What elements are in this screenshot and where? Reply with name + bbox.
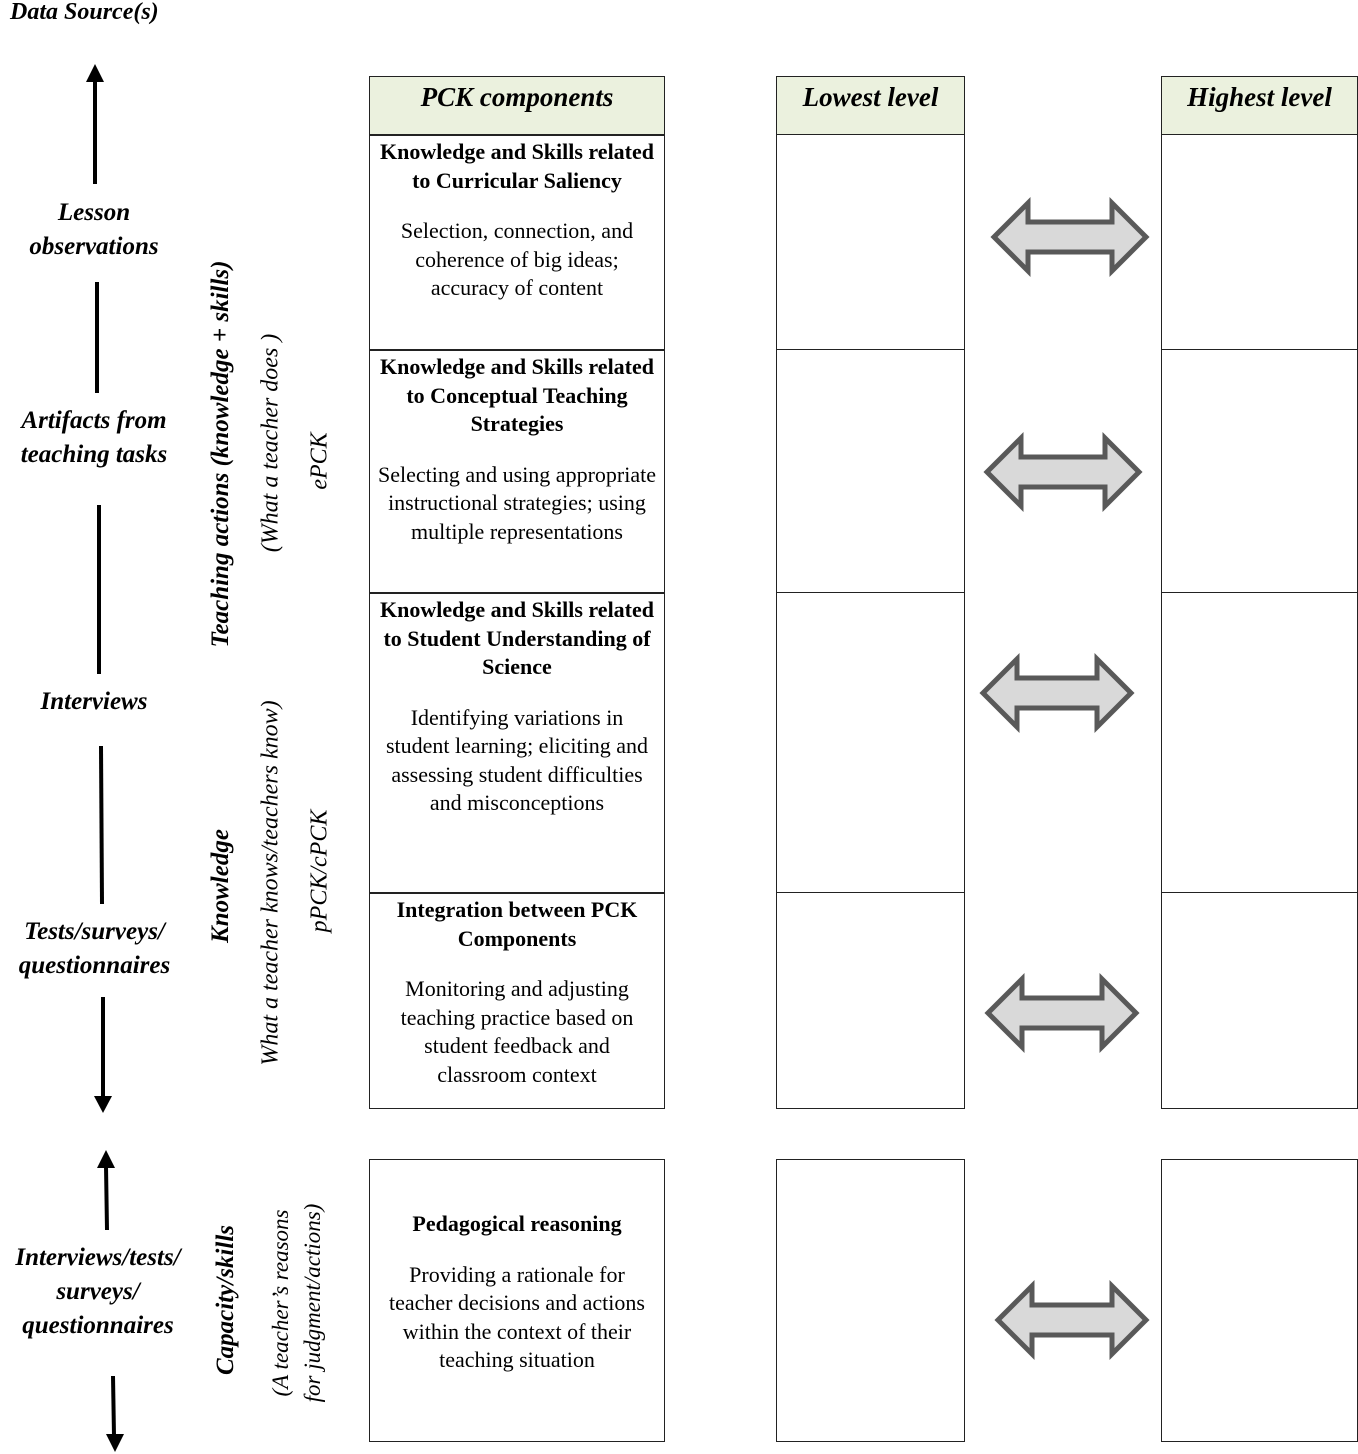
header-pck-components: PCK components: [369, 76, 665, 136]
data-source-interviews-tests: Interviews/tests/ surveys/ questionnaire…: [15, 1244, 181, 1339]
highest-level-cell: [1161, 892, 1358, 1109]
lowest-level-cell: [776, 592, 965, 894]
pck-description: Selecting and using appropriate instruct…: [378, 461, 656, 544]
header-lowest-level: Lowest level: [776, 76, 965, 136]
highest-level-cell: [1161, 592, 1358, 894]
down-arrow-head-icon: [94, 1096, 112, 1113]
pck-description: Identifying variations in student learni…: [385, 704, 649, 816]
data-source-title: Data Source(s): [10, 0, 159, 25]
up-arrow-head-icon: [86, 64, 104, 82]
double-arrow-icon: [990, 196, 1150, 278]
pck-description: Selection, connection, and coherence of …: [400, 218, 634, 300]
data-source-interviews: Interviews: [40, 688, 148, 715]
pck-cell-student-understanding: Knowledge and Skills related to Student …: [369, 592, 665, 894]
pck-description: Monitoring and adjusting teaching practi…: [400, 976, 634, 1087]
data-source-tests: Tests/surveys/ questionnaires: [18, 918, 171, 979]
pck-title: Knowledge and Skills related to Curricul…: [379, 139, 655, 193]
pck-cell-conceptual-strategies: Knowledge and Skills related to Conceptu…: [369, 349, 665, 594]
connector-line: [99, 745, 104, 905]
up-arrow-head-icon: [97, 1150, 115, 1168]
pck-cell-curricular-saliency: Knowledge and Skills related to Curricul…: [369, 134, 665, 351]
lowest-level-cell: [776, 892, 965, 1109]
double-arrow-icon: [979, 652, 1135, 734]
header-highest-level: Highest level: [1161, 76, 1358, 136]
data-source-lesson-observations: Lesson observations: [29, 199, 159, 260]
down-arrow-shaft: [111, 1375, 116, 1437]
data-source-artifacts: Artifacts from teaching tasks: [20, 407, 168, 468]
pck-title: Integration between PCK Components: [396, 897, 638, 951]
pck-title: Pedagogical reasoning: [412, 1211, 622, 1236]
highest-level-cell: [1161, 1159, 1358, 1442]
pck-description: Providing a rationale for teacher decisi…: [389, 1261, 645, 1373]
highest-level-cell: [1161, 349, 1358, 594]
lowest-level-cell: [776, 1159, 965, 1442]
lowest-level-cell: [776, 349, 965, 594]
pck-title: Knowledge and Skills related to Student …: [379, 597, 655, 679]
down-arrow-head-icon: [106, 1434, 124, 1452]
lowest-level-cell: [776, 134, 965, 351]
pck-cell-integration: Integration between PCK Components Monit…: [369, 892, 665, 1109]
double-arrow-icon: [984, 972, 1140, 1054]
double-arrow-icon: [994, 1279, 1150, 1361]
pck-title: Knowledge and Skills related to Conceptu…: [379, 354, 655, 436]
double-arrow-icon: [983, 431, 1143, 513]
up-arrow-shaft: [104, 1165, 109, 1231]
pck-cell-pedagogical-reasoning: Pedagogical reasoning Providing a ration…: [369, 1159, 665, 1442]
